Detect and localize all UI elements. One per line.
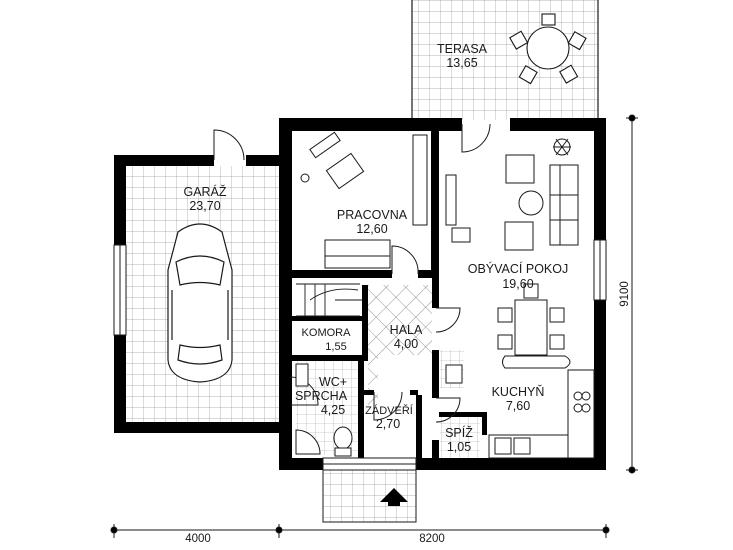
room-wc-name-line2: SPRCHA: [295, 389, 348, 403]
arrow-up-icon: [380, 488, 408, 502]
room-pracovna-area: 12,60: [356, 222, 387, 236]
terrace-table-icon: [509, 13, 587, 85]
room-kuchyn-area: 7,60: [506, 399, 530, 413]
room-garaz-area: 23,70: [189, 199, 220, 213]
room-komora-area: 1,55: [325, 341, 346, 353]
terrace: [411, 0, 599, 120]
stairs: [296, 283, 362, 317]
room-terasa-name: TERASA: [437, 42, 488, 56]
room-labels: TERASA 13,65 GARÁŽ 23,70 PRACOVNA 12,60 …: [183, 42, 568, 454]
wc-fixtures: [295, 363, 353, 457]
car-icon: [167, 223, 233, 383]
room-wc-name-line1: WC+: [319, 375, 347, 389]
desk-icon: [300, 131, 428, 269]
dim-depth: 9100: [619, 281, 631, 307]
dimension-labels: 4000 8200 9100: [185, 281, 631, 545]
room-terasa-area: 13,65: [446, 56, 477, 70]
room-hala-area: 4,00: [394, 337, 418, 351]
plant-icon: [553, 138, 571, 156]
dining-table-icon: [497, 283, 571, 369]
room-hala-name: HALA: [390, 323, 423, 337]
doors: [213, 123, 491, 423]
hall-floor: [368, 285, 432, 355]
walls: [114, 118, 606, 470]
room-kuchyn-name: KUCHYŇ: [492, 384, 545, 399]
room-garaz-name: GARÁŽ: [183, 184, 226, 199]
room-spiz-area: 1,05: [447, 440, 471, 454]
room-spiz-name: SPÍŽ: [445, 425, 473, 440]
dim-width-left: 4000: [185, 533, 211, 545]
room-wc-area: 4,25: [321, 403, 345, 417]
room-zadveri-area: 2,70: [376, 417, 400, 431]
kitchen-counter: [445, 364, 595, 459]
room-pracovna-name: PRACOVNA: [337, 208, 408, 222]
room-obyvaci-name: OBÝVACÍ POKOJ: [468, 261, 569, 276]
sofa-icon: [445, 154, 579, 251]
room-obyvaci-area: 19,60: [502, 277, 533, 291]
dim-width-right: 8200: [419, 533, 445, 545]
dimension-depth: [626, 114, 638, 474]
windows: [113, 239, 607, 471]
entrance-steps: [322, 469, 417, 523]
dimension-width: [110, 524, 610, 538]
room-zadveri-name: ZÁDVEŘÍ: [365, 404, 414, 417]
room-komora-name: KOMORA: [302, 327, 352, 339]
